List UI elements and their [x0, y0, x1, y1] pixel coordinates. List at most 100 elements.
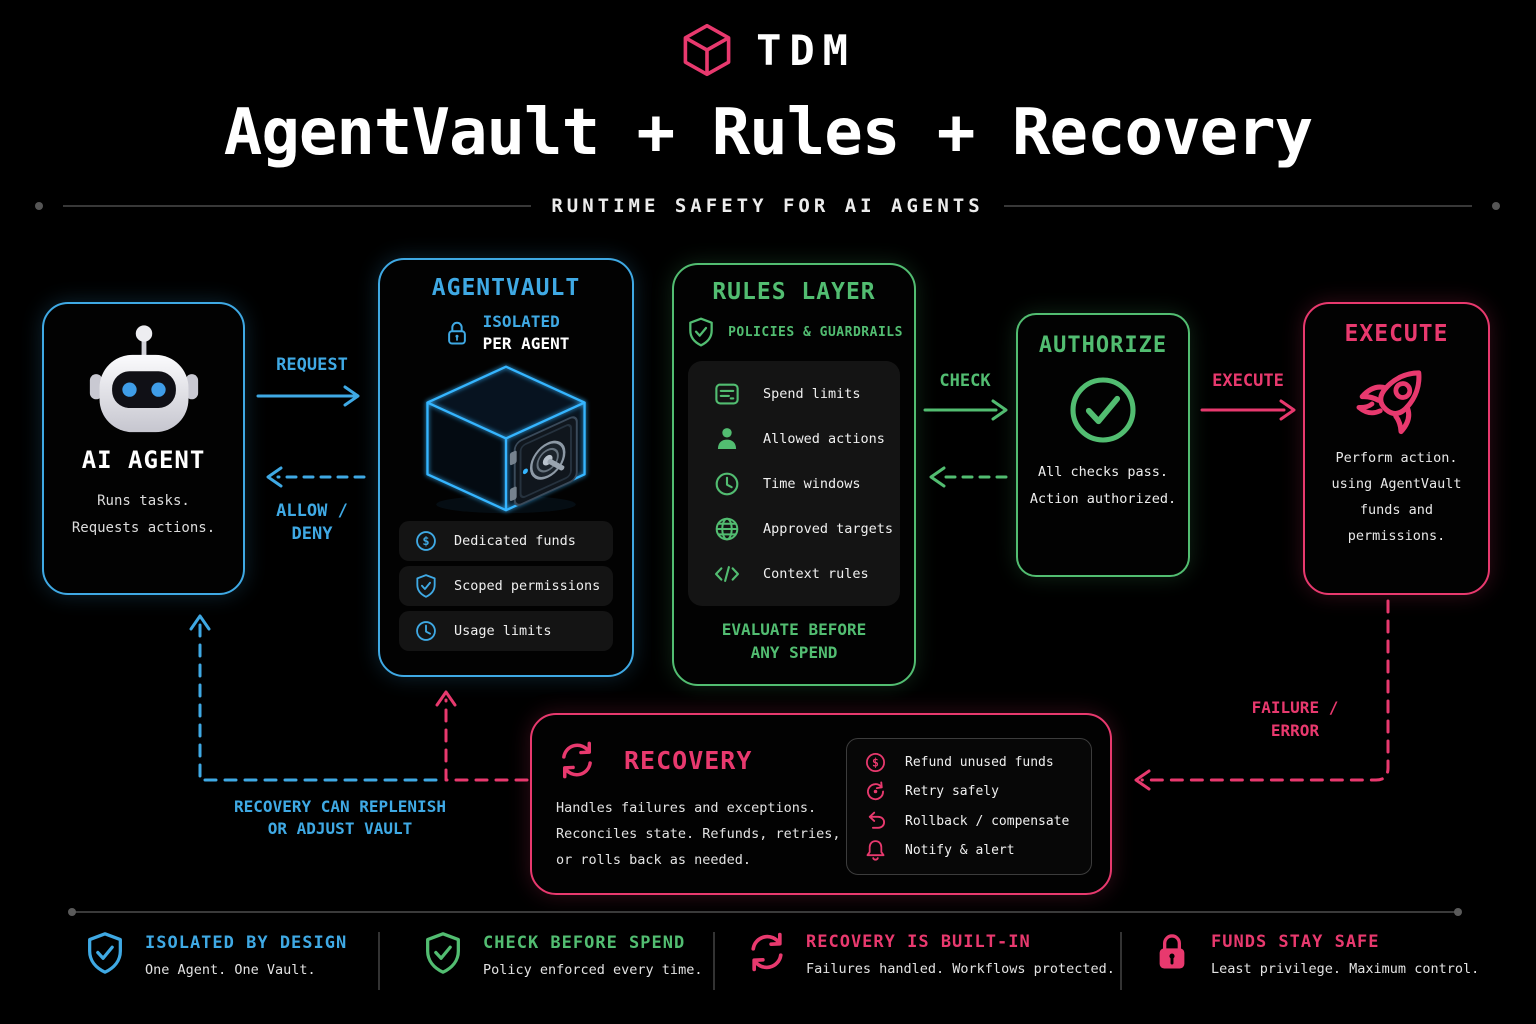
list-item-label: Dedicated funds — [454, 533, 576, 549]
list-item-label: Context rules — [763, 565, 869, 582]
footer-item-check: CHECK BEFORE SPEND Policy enforced every… — [420, 930, 702, 980]
shield-check-icon — [420, 930, 466, 980]
brand-name: TDM — [756, 25, 856, 75]
recovery-line: Reconciles state. Refunds, retries, — [556, 826, 841, 842]
check-arrow — [923, 399, 1008, 421]
divider-dot — [68, 908, 76, 916]
vault-badge-line2: PER AGENT — [482, 334, 570, 353]
agentvault-box: AGENTVAULT ISOLATED PER AGENT — [378, 258, 634, 677]
execute-box: EXECUTE Perform action. using AgentVault… — [1303, 302, 1490, 595]
list-item-label: Retry safely — [905, 784, 999, 800]
rules-layer-box: RULES LAYER POLICIES & GUARDRAILS Spend … — [672, 263, 916, 686]
recovery-header: RECOVERY — [556, 739, 752, 781]
list-item: Usage limits — [399, 611, 613, 651]
authorize-line1: All checks pass. — [1037, 464, 1169, 480]
subtitle-row: RUNTIME SAFETY FOR AI AGENTS — [35, 195, 1501, 217]
shield-check-icon — [685, 316, 717, 348]
footer-column-divider — [378, 932, 380, 990]
bell-icon — [863, 838, 888, 863]
execute-arrow-label: EXECUTE — [1212, 371, 1284, 391]
sync-icon — [745, 930, 789, 978]
replenish-line1: RECOVERY CAN REPLENISH — [234, 797, 446, 816]
footer-item-isolated: ISOLATED BY DESIGN One Agent. One Vault. — [82, 930, 347, 980]
rocket-icon — [1343, 343, 1450, 450]
footer-column-divider — [713, 932, 715, 990]
list-item-label: Usage limits — [454, 623, 552, 639]
deny-back-arrow — [929, 466, 1008, 488]
replenish-vault-path — [435, 690, 529, 782]
list-item: Retry safely — [863, 779, 1091, 804]
tdm-cube-logo-icon — [680, 22, 734, 78]
shield-check-icon — [413, 573, 439, 599]
allow-deny-line2: DENY — [291, 524, 333, 544]
footer-item-subtitle: Policy enforced every time. — [483, 961, 703, 978]
execute-line: Perform action. — [1335, 450, 1458, 466]
footer-item-subtitle: Failures handled. Workflows protected. — [806, 960, 1115, 977]
person-icon — [712, 424, 742, 454]
agent-title: AI AGENT — [81, 446, 206, 474]
code-icon — [712, 559, 742, 589]
divider-line — [63, 205, 532, 207]
divider-dot — [35, 202, 43, 210]
page-subtitle: RUNTIME SAFETY FOR AI AGENTS — [551, 195, 984, 217]
footer-item-funds: FUNDS STAY SAFE Least privilege. Maximum… — [1150, 930, 1479, 978]
list-item: Time windows — [688, 461, 900, 506]
list-item: Notify & alert — [863, 838, 1091, 863]
retry-icon — [863, 779, 888, 804]
lock-icon — [443, 316, 471, 350]
list-item: Allowed actions — [688, 416, 900, 461]
footer-item-subtitle: Least privilege. Maximum control. — [1211, 960, 1480, 977]
rules-note-line2: ANY SPEND — [750, 643, 838, 662]
check-circle-icon — [1067, 374, 1139, 446]
list-item-label: Time windows — [763, 475, 861, 492]
check-label: CHECK — [939, 371, 991, 391]
allow-deny-arrow — [266, 466, 366, 488]
vault-feature-list: Dedicated funds Scoped permissions Usage… — [399, 521, 613, 651]
authorize-box: AUTHORIZE All checks pass. Action author… — [1016, 313, 1190, 577]
divider-dot — [1492, 202, 1501, 210]
globe-icon — [712, 514, 742, 544]
list-item: Approved targets — [688, 506, 900, 551]
footer-item-recovery: RECOVERY IS BUILT-IN Failures handled. W… — [745, 930, 1115, 978]
rules-badge-label: POLICIES & GUARDRAILS — [728, 324, 903, 340]
list-item-label: Approved targets — [763, 520, 894, 537]
footer-divider — [68, 908, 1462, 916]
list-item-label: Scoped permissions — [454, 578, 601, 594]
failure-line2: ERROR — [1270, 721, 1320, 740]
failure-line1: FAILURE / — [1251, 698, 1339, 717]
recovery-line: or rolls back as needed. — [556, 852, 752, 868]
footer-item-subtitle: One Agent. One Vault. — [145, 961, 316, 978]
vault-title: AGENTVAULT — [431, 275, 581, 301]
replenish-line2: OR ADJUST VAULT — [267, 819, 413, 838]
execute-title: EXECUTE — [1344, 321, 1449, 347]
footer-item-title: FUNDS STAY SAFE — [1211, 931, 1380, 952]
rules-title: RULES LAYER — [712, 279, 876, 305]
failure-error-path — [1134, 599, 1390, 791]
brand-row: TDM — [0, 22, 1536, 78]
list-item-label: Refund unused funds — [905, 755, 1054, 771]
dollar-circle-icon — [863, 750, 888, 775]
clock-icon — [413, 618, 439, 644]
divider-line — [1003, 205, 1473, 207]
vault-3d-icon — [426, 365, 586, 514]
request-arrow — [256, 385, 360, 407]
allow-deny-line1: ALLOW / — [276, 501, 348, 521]
execute-line: permissions. — [1347, 528, 1446, 544]
lock-icon — [1150, 930, 1194, 978]
authorize-line2: Action authorized. — [1029, 491, 1177, 507]
replenish-label: RECOVERY CAN REPLENISH OR ADJUST VAULT — [198, 796, 482, 840]
agent-line1: Runs tasks. — [97, 493, 190, 509]
footer-item-title: ISOLATED BY DESIGN — [145, 932, 348, 953]
footer-column-divider — [1120, 932, 1122, 990]
list-item: Scoped permissions — [399, 566, 613, 606]
recovery-title: RECOVERY — [624, 745, 753, 775]
shield-check-icon — [82, 930, 128, 980]
dollar-circle-icon — [413, 528, 439, 554]
execute-line: funds and — [1359, 502, 1434, 518]
ai-agent-box: AI AGENT Runs tasks. Requests actions. — [42, 302, 245, 595]
rules-badge: POLICIES & GUARDRAILS — [685, 316, 903, 348]
agent-line2: Requests actions. — [71, 520, 216, 536]
authorize-title: AUTHORIZE — [1038, 333, 1168, 358]
spend-limits-icon — [712, 379, 742, 409]
robot-icon — [89, 325, 198, 433]
